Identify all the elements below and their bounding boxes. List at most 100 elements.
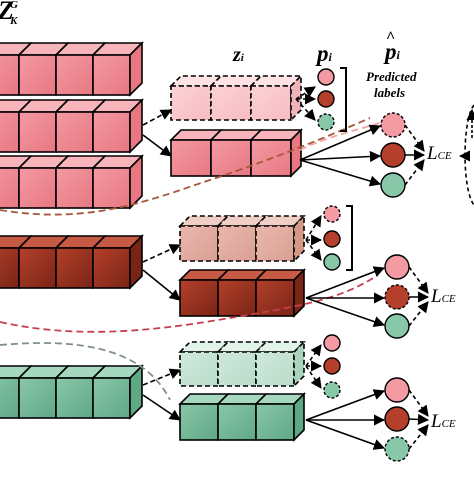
lce-label-3: LCE bbox=[431, 412, 456, 431]
fan-pi-1-0 bbox=[295, 86, 316, 100]
zk-stack-pink-1-side bbox=[129, 41, 143, 97]
lce-main-2: L bbox=[431, 286, 442, 307]
fan-phat-2-2 bbox=[305, 297, 386, 327]
zi-main-text: z bbox=[233, 44, 241, 66]
zi-green-cell-1-front bbox=[217, 403, 257, 441]
zi-green-side bbox=[293, 392, 305, 442]
pi-3-circle-brown bbox=[323, 357, 341, 375]
zk-stack-green-cell-3-front bbox=[92, 377, 131, 419]
zk-stack-pink-2-cell-2-front bbox=[55, 111, 94, 153]
zk-stack-pink-3-cell-1-front bbox=[18, 167, 57, 209]
zi-green-augmented-cell-2-front bbox=[255, 351, 295, 387]
zi-label: zi bbox=[233, 45, 244, 65]
arrow-stack2-to-zi bbox=[142, 134, 172, 157]
link-brown-curve bbox=[0, 117, 371, 216]
zi-pink-cell-1-front bbox=[210, 139, 252, 177]
zk-label: Z bbox=[0, 0, 14, 24]
zi-brown-augmented-cell-1-front bbox=[217, 225, 257, 262]
phat-sub-text: i bbox=[396, 48, 400, 62]
phat-3-circle-green bbox=[384, 436, 410, 462]
zi-pink-augmented-cell-2-front bbox=[250, 85, 292, 121]
zi-green-cell-0-front bbox=[179, 403, 219, 441]
phat-3-to-lce-c-0 bbox=[408, 424, 429, 450]
pi-3-circle-green bbox=[323, 381, 341, 399]
phat-hat: ^ bbox=[386, 29, 396, 46]
zk-stack-brown-cell-3-front bbox=[92, 247, 131, 289]
zk-stack-green-cell-2-front bbox=[55, 377, 94, 419]
zk-stack-brown-cell-0-front bbox=[0, 247, 20, 289]
fan-phat-1-0 bbox=[299, 124, 382, 161]
pi-1-circle-brown bbox=[317, 90, 335, 108]
phat-2-circle-green bbox=[384, 313, 410, 339]
lce-sub-1: CE bbox=[437, 150, 452, 162]
zk-stack-green-cell-1-front bbox=[18, 377, 57, 419]
fan-phat-3-2 bbox=[305, 419, 386, 450]
pi-2-bracket bbox=[346, 205, 353, 271]
phat-1-to-lce-c-0 bbox=[404, 159, 425, 186]
phat-3-circle-pink bbox=[384, 377, 410, 403]
pi-1-circle-green bbox=[317, 113, 335, 131]
phat-3-circle-brown bbox=[384, 406, 410, 432]
lce-main-1: L bbox=[427, 143, 438, 164]
fan-pi-1-2 bbox=[295, 98, 316, 121]
fan-pi-3-2 bbox=[305, 365, 322, 389]
zi-brown-cell-0-front bbox=[179, 279, 219, 317]
zk-stack-pink-1-cell-3-front bbox=[92, 54, 131, 96]
zk-stack-pink-2-cell-3-front bbox=[92, 111, 131, 153]
zk-stack-brown-cell-2-front bbox=[55, 247, 94, 289]
pi-1-circle-pink bbox=[317, 68, 335, 86]
zi-green-augmented-cell-0-front bbox=[179, 351, 219, 387]
zi-brown-augmented-side bbox=[293, 214, 305, 263]
phat-main-text: p bbox=[385, 39, 397, 64]
zk-stack-pink-3-cell-0-front bbox=[0, 167, 20, 209]
labels-text: labels bbox=[374, 85, 406, 100]
phat-2-to-lce-a-0 bbox=[408, 266, 429, 294]
zk-stack-brown-cell-1-front bbox=[18, 247, 57, 289]
zk-stack-pink-3-side bbox=[129, 154, 143, 210]
fan-phat-2-0 bbox=[305, 266, 386, 299]
zk-stack-pink-2-cell-1-front bbox=[18, 111, 57, 153]
phat-2-circle-pink bbox=[384, 254, 410, 280]
pi-2-circle-green bbox=[323, 253, 341, 271]
pi-1-bracket bbox=[340, 67, 347, 132]
phat-2-to-lce-c-0 bbox=[408, 301, 429, 327]
phat-3-to-lce-a-0 bbox=[408, 389, 429, 417]
pi-main-text: p bbox=[317, 41, 329, 66]
phat-1-circle-brown bbox=[380, 142, 406, 168]
zi-green-cell-2-front bbox=[255, 403, 295, 441]
zi-pink-augmented-cell-1-front bbox=[210, 85, 252, 121]
zi-brown-augmented-cell-2-front bbox=[255, 225, 295, 262]
predicted-text: Predicted bbox=[366, 69, 417, 84]
lce-label-2: LCE bbox=[431, 287, 456, 306]
zk-stack-pink-1-cell-2-front bbox=[55, 54, 94, 96]
zi-brown-augmented-cell-0-front bbox=[179, 225, 219, 262]
arrow-green-to-aug bbox=[142, 368, 182, 386]
zi-green-augmented-cell-1-front bbox=[217, 351, 257, 387]
phat-3-to-lce-b-0 bbox=[408, 413, 430, 426]
zi-brown-cell-1-front bbox=[217, 279, 257, 317]
fan-phat-3-0 bbox=[305, 389, 386, 421]
zk-stack-pink-1-cell-1-front bbox=[18, 54, 57, 96]
zi-pink-side bbox=[290, 128, 302, 178]
pi-label: pi bbox=[317, 42, 332, 65]
fan-phat-1-1 bbox=[299, 150, 382, 163]
link-gray-curve bbox=[0, 342, 171, 401]
lce-label-1: LCE bbox=[427, 144, 452, 163]
arrow-brown-to-aug bbox=[142, 244, 182, 263]
zi-sub-text: i bbox=[240, 52, 244, 64]
pi-2-circle-brown bbox=[323, 230, 341, 248]
fan-pi-3-0 bbox=[305, 344, 322, 367]
pi-2-circle-pink bbox=[323, 205, 341, 223]
arrow-stack1-to-zi-aug bbox=[142, 109, 172, 126]
lce-main-3: L bbox=[431, 411, 442, 432]
phat-1-to-lce-a-0 bbox=[404, 124, 425, 152]
link-crimson-curve bbox=[0, 274, 379, 333]
arrow-brown-to-zi bbox=[142, 269, 181, 301]
zk-stack-pink-2-side bbox=[129, 98, 143, 154]
phat-label: pi bbox=[385, 40, 400, 63]
zk-stack-pink-3-cell-2-front bbox=[55, 167, 94, 209]
zk-stack-green-cell-0-front bbox=[0, 377, 20, 419]
zi-brown-side bbox=[293, 268, 305, 318]
